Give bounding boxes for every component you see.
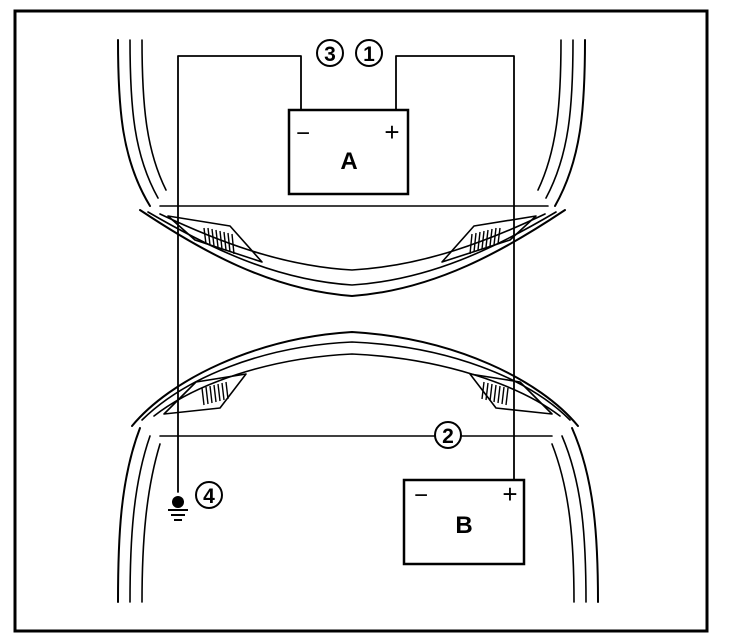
battery-b: − + B: [402, 478, 526, 566]
battery-b-label: B: [455, 512, 472, 539]
vehicle-top: [117, 39, 586, 297]
battery-a-neg-sign: −: [296, 120, 310, 147]
battery-a: − + A: [287, 108, 410, 196]
battery-a-label: A: [340, 148, 357, 175]
cable-positive: [395, 55, 515, 483]
callout-4-number: 4: [203, 485, 215, 508]
callout-3-number: 3: [324, 43, 336, 66]
jumper-cables: [177, 55, 515, 493]
battery-b-neg-sign: −: [414, 482, 428, 509]
callout-1: 1: [355, 39, 383, 67]
battery-a-pos-sign: +: [384, 117, 399, 147]
callout-2-number: 2: [442, 425, 454, 448]
battery-b-pos-sign: +: [502, 479, 517, 509]
callout-2: 2: [434, 421, 462, 449]
vehicle-bottom: [117, 331, 599, 603]
callout-4: 4: [195, 481, 223, 509]
ground-icon: [168, 496, 188, 521]
callout-3: 3: [316, 39, 344, 67]
callout-1-number: 1: [363, 43, 375, 66]
cable-negative: [177, 55, 302, 493]
